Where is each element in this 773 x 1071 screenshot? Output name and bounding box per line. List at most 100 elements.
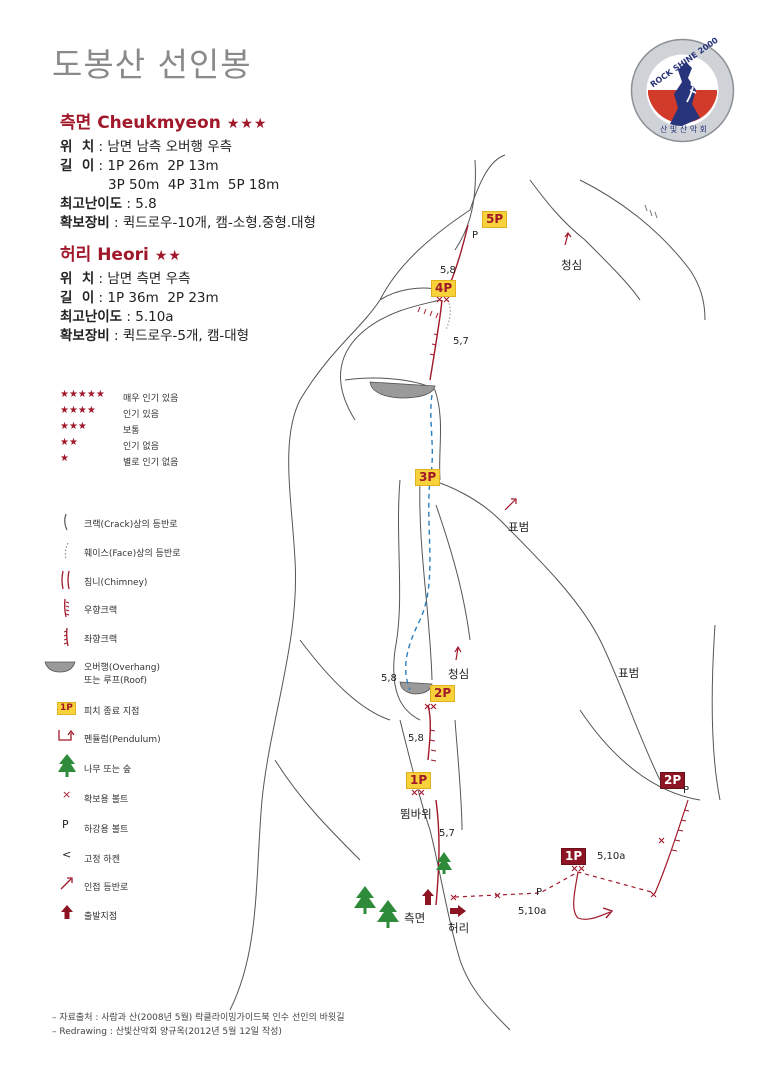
- rating-label: 매우 인기 있음: [123, 394, 179, 404]
- rating-label: 인기 없음: [123, 442, 159, 452]
- adjacent-route-label: 청심: [561, 258, 583, 272]
- pitch-badge-icon: 1P: [57, 702, 76, 715]
- overhang-roof-lower: [399, 681, 433, 695]
- footer-redrawing: – Redrawing : 산빛산악회 양규옥(2012년 5월 12일 작성): [52, 1027, 282, 1037]
- route-stars: ★★: [154, 248, 182, 264]
- legend-label: 오버행(Overhang): [84, 663, 160, 673]
- route-info-heori: 허리 Heori ★★ 위 치 : 남면 측면 우측 길 이 : 1P 36m 2…: [60, 240, 249, 346]
- start-arrow-icon: [61, 905, 73, 919]
- pitch-badge-heori-1p: 1P: [561, 848, 587, 865]
- pitch-badge-1p: 1P: [406, 772, 432, 789]
- pitch-badge-heori-2p: 2P: [660, 772, 686, 789]
- pitch-badge-2p: 2P: [430, 685, 456, 702]
- grade-label: 5,7: [453, 336, 469, 347]
- overhang-roof-upper: [369, 381, 436, 399]
- legend-label: 출발지점: [84, 912, 118, 922]
- legend-label: 고정 하켄: [84, 855, 120, 865]
- bolt-x-icon: ×: [62, 788, 72, 801]
- feature-label: 뜀바위: [400, 807, 432, 821]
- rating-label: 인기 있음: [123, 410, 159, 420]
- rappel-bolt-icon: P: [62, 818, 69, 831]
- grade-label: 5,8: [381, 673, 397, 684]
- right-crack-icon: [64, 598, 70, 618]
- logo-bottom-text: 산 빛 산 악 회: [660, 125, 707, 134]
- route-info-cheukmyeon: 측면 Cheukmyeon ★★★ 위 치 : 남면 남측 오버행 우측 길 이 …: [60, 108, 316, 233]
- adjacent-route-label: 표범: [508, 520, 530, 534]
- pitch-badge-4p: 4P: [431, 280, 457, 297]
- legend-label: 훼이스(Face)상의 등반로: [84, 549, 181, 559]
- rappel-bolt-label: P: [472, 230, 479, 241]
- route-face-dotted: [445, 299, 451, 331]
- start-arrow-heori: [450, 905, 466, 917]
- page-title: 도봉산 선인봉: [52, 45, 252, 84]
- grade-label: 5,10a: [597, 851, 626, 862]
- grade-label: 5,7: [439, 828, 455, 839]
- info-line-length: 길 이 : 1P 26m 2P 13m: [60, 158, 219, 174]
- legend-label: 나무 또는 숲: [84, 765, 132, 775]
- info-line-length-cont: 3P 50m 4P 31m 5P 18m: [108, 177, 280, 193]
- adjacent-route-label: 표범: [618, 666, 640, 680]
- start-label-heori: 허리: [448, 921, 470, 935]
- club-logo: ROCK SHINE 2000 산 빛 산 악 회: [630, 36, 735, 143]
- rating-stars: ★: [60, 453, 69, 464]
- legend-label: 확보용 볼트: [84, 795, 129, 805]
- crack-line-icon: [64, 513, 68, 531]
- fixed-hanger-icon: <: [62, 848, 72, 861]
- info-line-length: 길 이 : 1P 36m 2P 23m: [60, 290, 219, 306]
- route-cheukmyeon: [427, 224, 469, 906]
- info-line-gear: 확보장비 : 퀵드로우-10개, 캠-소형.중형.대형: [60, 215, 316, 231]
- route-heori-ticks: [671, 809, 690, 852]
- rating-stars: ★★: [60, 437, 78, 448]
- legend-label: 침니(Chimney): [84, 578, 148, 588]
- face-dotted-line-icon: [64, 542, 69, 560]
- rock-hatches: [644, 204, 658, 219]
- rappel-bolt-label: P: [683, 785, 690, 796]
- bolt-markers: [411, 296, 665, 901]
- route-name: 측면 Cheukmyeon: [60, 113, 221, 133]
- left-crack-icon: [63, 627, 69, 647]
- rating-stars: ★★★★: [60, 405, 96, 416]
- adjacent-route-icon: [60, 877, 73, 890]
- legend-label: 크랙(Crack)상의 등반로: [84, 520, 178, 530]
- logo-emblem-icon: [630, 38, 735, 143]
- route-name: 허리 Heori: [60, 245, 149, 265]
- legend-label: 피치 종료 지점: [84, 707, 140, 717]
- route-face-dashed: [405, 394, 434, 691]
- route-cheukmyeon-ticks: [417, 306, 439, 762]
- info-line-grade: 최고난이도 : 5.8: [60, 196, 157, 212]
- grade-label: 5,10a: [518, 906, 547, 917]
- info-line-location: 위 치 : 남면 측면 우측: [60, 271, 191, 287]
- rating-stars: ★★★★★: [60, 389, 105, 400]
- rating-stars: ★★★: [60, 421, 87, 432]
- overhang-icon: [44, 661, 76, 673]
- legend-label: 하강용 볼트: [84, 825, 129, 835]
- pitch-badge-3p: 3P: [415, 469, 441, 486]
- info-line-gear: 확보장비 : 퀵드로우-5개, 캠-대형: [60, 328, 250, 344]
- info-line-grade: 최고난이도 : 5.10a: [60, 309, 174, 325]
- adjacent-route-label: 청심: [448, 667, 470, 681]
- rock-outlines: [229, 154, 721, 1031]
- legend-label: 좌향크랙: [84, 635, 118, 645]
- rating-label: 보통: [123, 426, 140, 436]
- pitch-badge-5p: 5P: [482, 211, 508, 228]
- legend-label: 펜듈럼(Pendulum): [84, 735, 161, 745]
- grade-label: 5,8: [440, 265, 456, 276]
- pendulum-icon: [58, 729, 75, 741]
- route-stars: ★★★: [226, 116, 268, 132]
- legend-label: 인접 등반로: [84, 883, 129, 893]
- info-line-location: 위 치 : 남면 남측 오버행 우측: [60, 139, 233, 155]
- route-heading: 측면 Cheukmyeon ★★★: [60, 108, 316, 133]
- adjacent-route-arrows: [454, 232, 572, 661]
- start-label-cheukmyeon: 측면: [404, 911, 426, 925]
- legend-label: 우향크랙: [84, 606, 118, 616]
- footer-source: – 자료출처 : 사람과 산(2008년 5월) 락클라이밍가이드북 인수 선인…: [52, 1013, 345, 1023]
- chimney-icon: [61, 570, 70, 590]
- start-arrow-cheukmyeon: [422, 889, 434, 905]
- pendulum-arrow-icon: [602, 907, 614, 919]
- route-heading: 허리 Heori ★★: [60, 240, 249, 265]
- grade-label: 5,8: [408, 733, 424, 744]
- legend-label-2: 또는 루프(Roof): [84, 676, 148, 686]
- tree-icons: [354, 852, 452, 928]
- rappel-bolt-label: P: [536, 887, 543, 898]
